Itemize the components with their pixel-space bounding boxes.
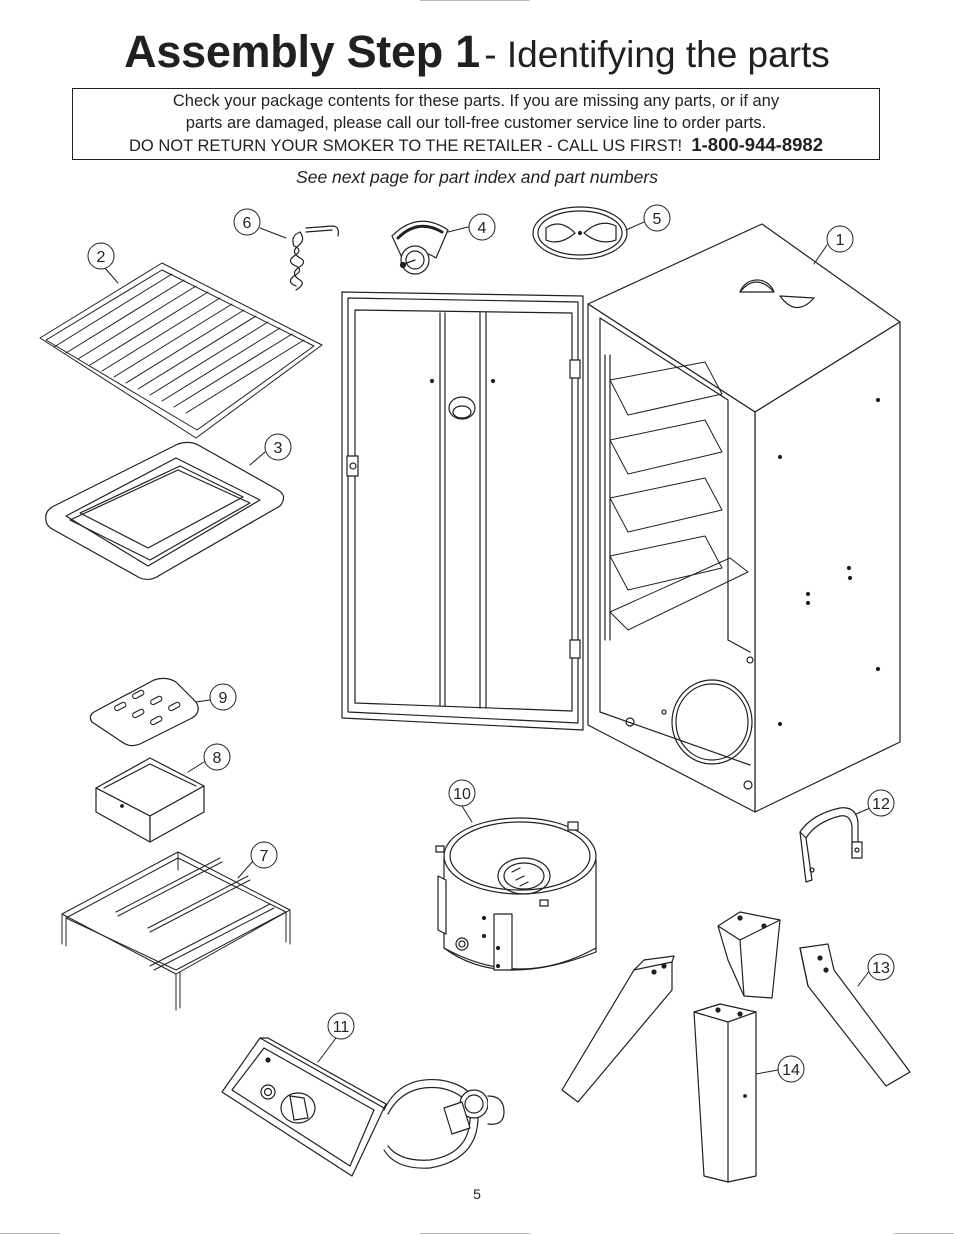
control-panel-drawing	[221, 1037, 505, 1177]
callout-11: 11	[333, 1019, 350, 1036]
notice-line-2: parts are damaged, please call our toll-…	[185, 114, 767, 132]
callout-8: 8	[213, 750, 222, 767]
smoker-cabinet-drawing	[587, 223, 901, 813]
legs-drawing	[561, 911, 911, 1183]
notice-line-3: DO NOT RETURN YOUR SMOKER TO THE RETAILE…	[73, 134, 879, 157]
burner-assembly-drawing	[435, 817, 597, 971]
crop-mark	[0, 1233, 60, 1234]
callout-6: 6	[243, 215, 252, 232]
spring-handle-drawing	[289, 225, 339, 291]
callout-circles	[87, 204, 895, 1083]
callout-leaders	[103, 221, 871, 1075]
vent-cover-drawing	[532, 206, 628, 260]
chip-box-lid-drawing	[89, 677, 199, 747]
crop-mark	[420, 0, 530, 1]
smoker-door-drawing	[341, 291, 584, 731]
crop-mark	[894, 1233, 954, 1234]
callout-10: 10	[453, 786, 471, 803]
page-title: Assembly Step 1 - Identifying the parts	[0, 26, 954, 78]
cooking-grate-drawing	[39, 262, 323, 439]
callout-13: 13	[872, 960, 890, 977]
callout-5: 5	[653, 211, 662, 228]
callout-3: 3	[274, 440, 283, 457]
door-handle-drawing	[799, 807, 863, 883]
phone-number: 1-800-944-8982	[691, 134, 823, 155]
chip-box-drawing	[95, 757, 205, 843]
title-sub: - Identifying the parts	[484, 34, 830, 75]
callout-9: 9	[219, 690, 228, 707]
callout-4: 4	[478, 220, 487, 237]
callout-1: 1	[836, 232, 845, 249]
callout-7: 7	[260, 848, 269, 865]
water-pan-drawing	[45, 441, 285, 581]
thermometer-drawing	[391, 220, 449, 275]
notice-warning: DO NOT RETURN YOUR SMOKER TO THE RETAILE…	[129, 137, 683, 155]
callout-12: 12	[872, 796, 890, 813]
notice-line-1: Check your package contents for these pa…	[172, 92, 780, 110]
notice-box: Check your package contents for these pa…	[72, 88, 880, 160]
part-index-note: See next page for part index and part nu…	[296, 167, 658, 187]
title-main: Assembly Step 1	[124, 26, 480, 77]
crop-mark	[420, 1233, 530, 1234]
page-number: 5	[473, 1186, 481, 1202]
callout-2: 2	[97, 249, 106, 266]
support-frame-drawing	[61, 851, 291, 1011]
callout-14: 14	[782, 1062, 800, 1079]
